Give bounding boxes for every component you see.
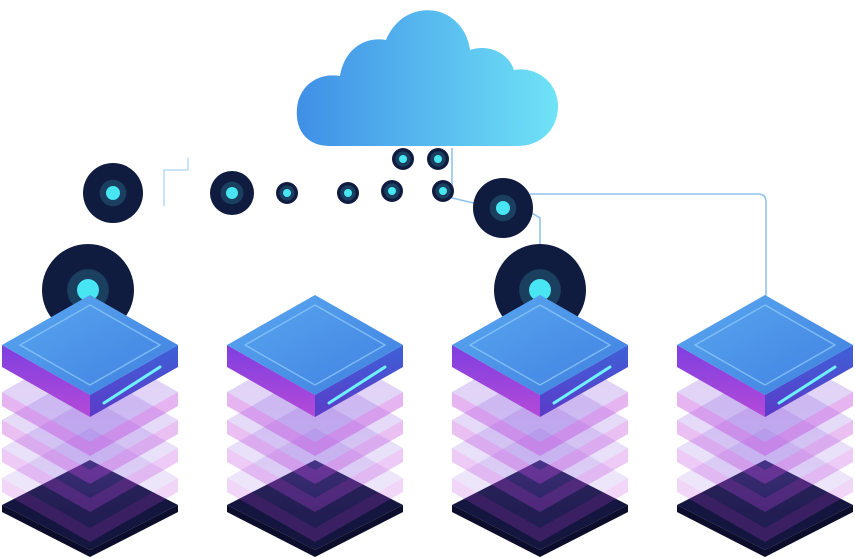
server-stack-icon — [452, 295, 628, 557]
server-indicator-light — [102, 365, 162, 405]
cloud-icon — [296, 10, 558, 147]
network-node-icon — [392, 148, 414, 170]
network-node-icon — [337, 182, 359, 204]
network-node-icon — [473, 178, 533, 238]
server-indicator-light — [327, 365, 387, 405]
network-node-icon — [427, 148, 449, 170]
network-node-icon — [83, 163, 143, 223]
network-node-icon — [276, 182, 298, 204]
connector-lines — [163, 148, 767, 300]
server-stack-icon — [677, 295, 853, 557]
network-node-icon — [210, 171, 254, 215]
server-indicator-light — [777, 365, 837, 405]
network-node-icon — [432, 180, 454, 202]
connector-node-to-server-4 — [530, 193, 767, 300]
server-stack-icon — [2, 295, 178, 557]
connector-cloud-to-node — [451, 148, 479, 205]
server-indicator-light — [552, 365, 612, 405]
server-stack-icon — [227, 295, 403, 557]
connector-left-bracket — [163, 158, 189, 206]
network-node-icon — [381, 180, 403, 202]
server-stacks — [2, 295, 853, 557]
